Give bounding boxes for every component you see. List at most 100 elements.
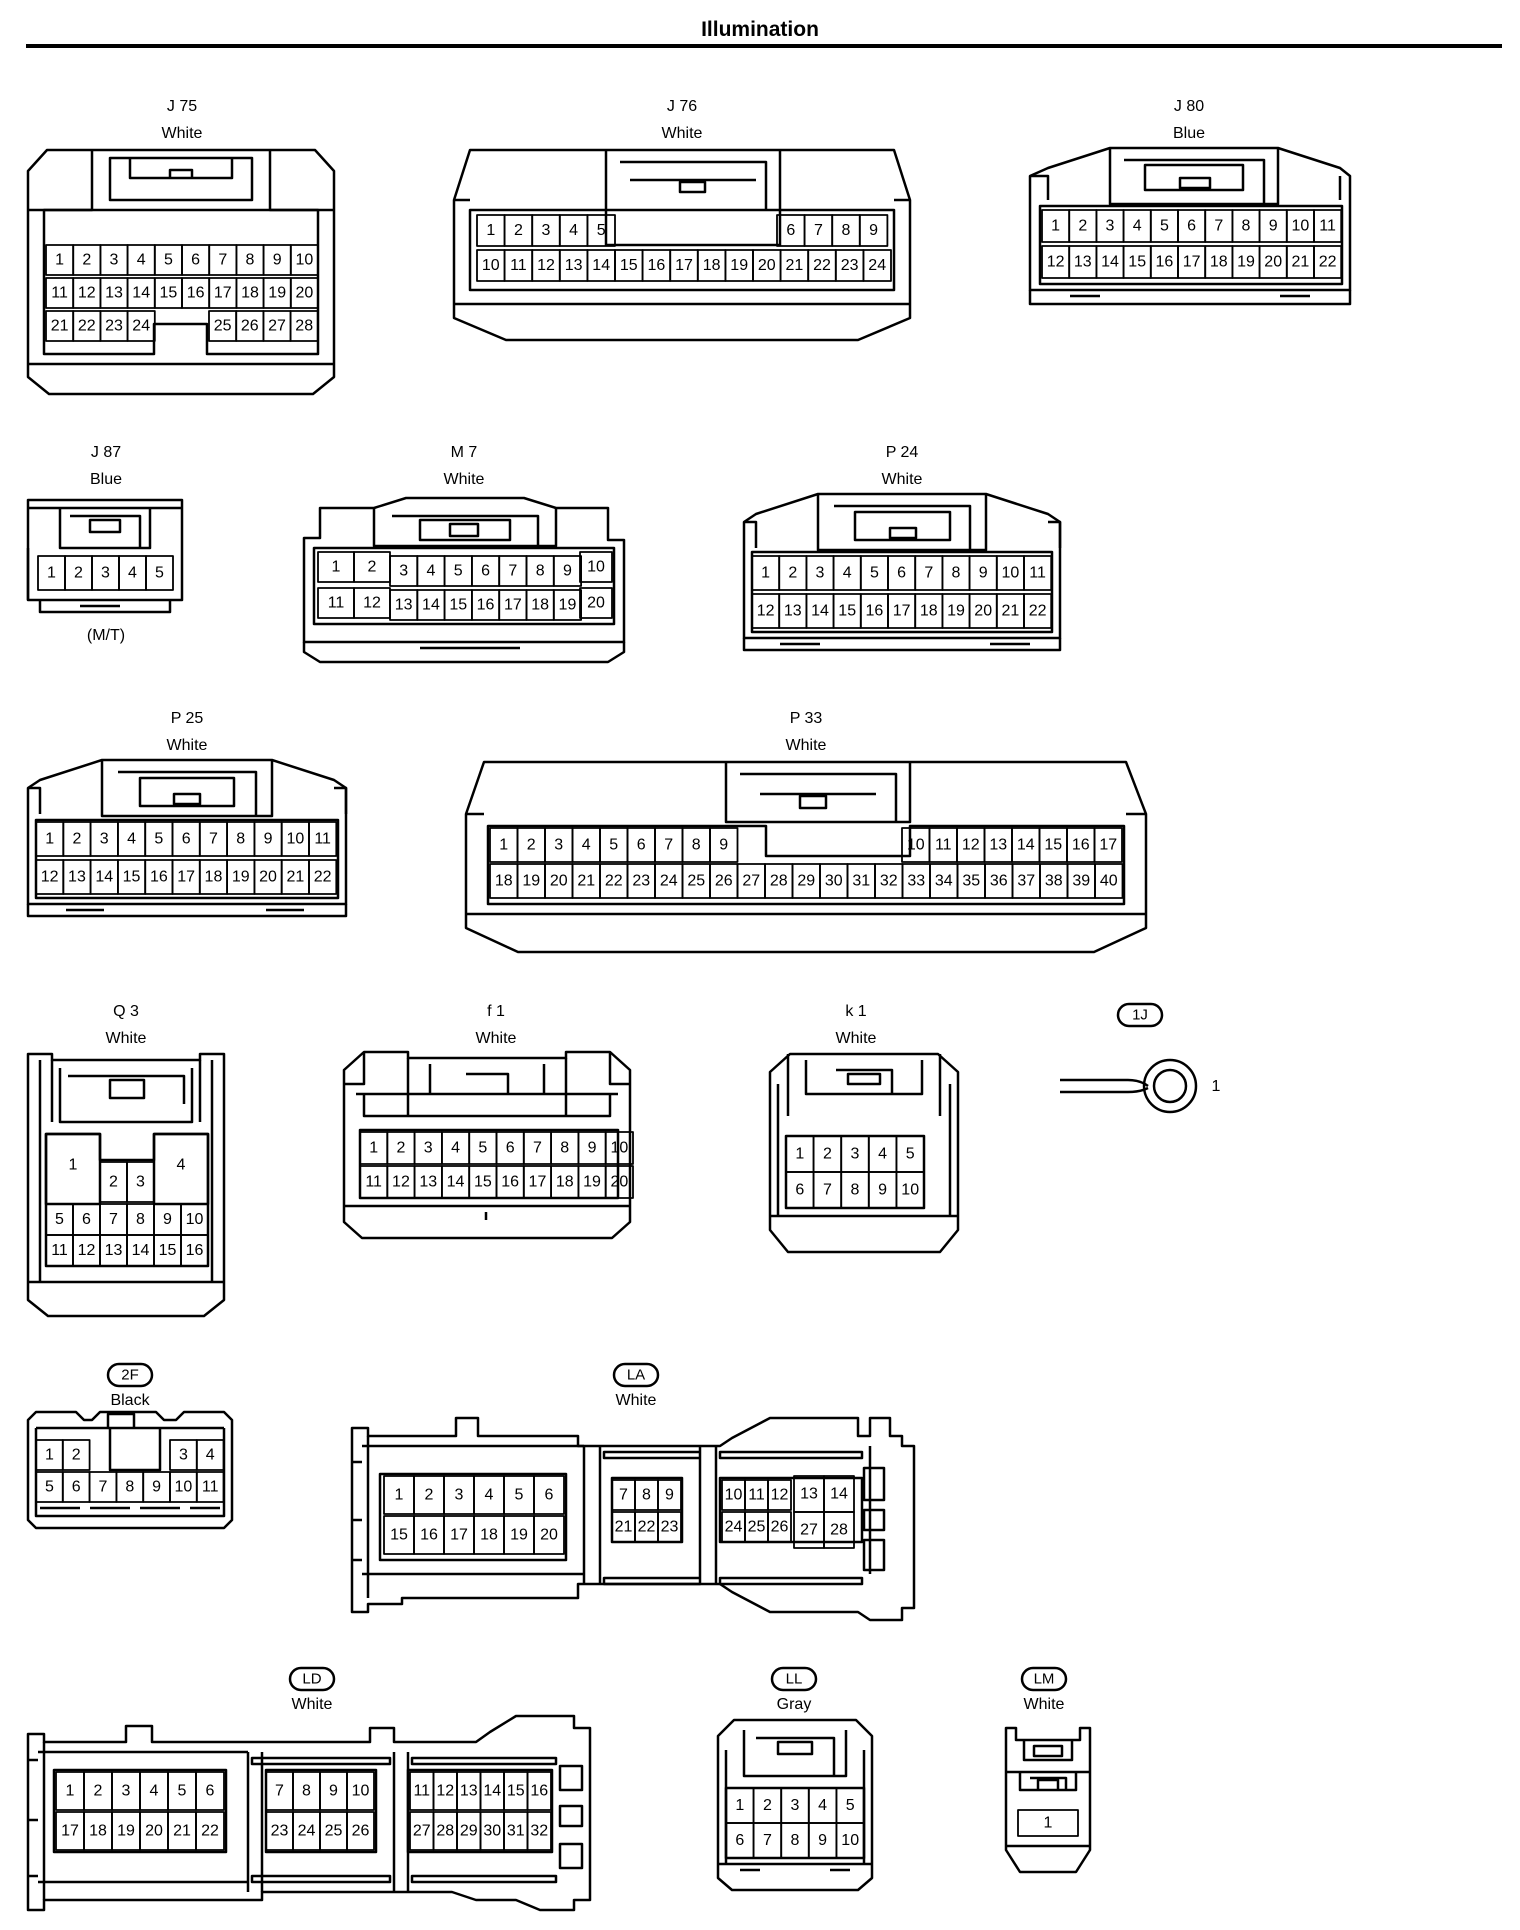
pin-label: 16 <box>1156 254 1174 271</box>
pin-label: 4 <box>206 1447 215 1464</box>
connector-color: White <box>162 125 203 142</box>
pin-label: 10 <box>296 252 314 269</box>
pin-label: 6 <box>897 565 906 582</box>
connector-code: LA <box>627 1367 645 1384</box>
pin-label: 13 <box>800 1486 818 1503</box>
pin-label: 10 <box>175 1479 193 1496</box>
pin-label: 17 <box>1099 837 1117 854</box>
pin-label: 18 <box>495 873 513 890</box>
pin-label: 14 <box>592 257 610 274</box>
pin-label: 15 <box>838 603 856 620</box>
pin-label: 27 <box>413 1823 431 1840</box>
pin-label: 8 <box>302 1783 311 1800</box>
connector-housing <box>26 148 336 396</box>
pin-label: 3 <box>455 1487 464 1504</box>
pin-label: 12 <box>78 1242 96 1259</box>
pin-label: 19 <box>232 869 250 886</box>
pin-label: 2 <box>396 1140 405 1157</box>
ground-ring <box>1142 1058 1198 1114</box>
pin-label: 23 <box>661 1519 679 1536</box>
pin-label: 19 <box>583 1174 601 1191</box>
pin-label: 6 <box>637 837 646 854</box>
pin-cell <box>346 1771 375 1811</box>
pin-label: 4 <box>128 565 137 582</box>
pin-label: 12 <box>78 285 96 302</box>
pin-label: 30 <box>483 1823 501 1840</box>
pin-label: 2 <box>72 831 81 848</box>
pin-label: 12 <box>392 1174 410 1191</box>
pin-label: 14 <box>1101 254 1119 271</box>
pin-label: 1 <box>795 1146 804 1163</box>
pin-label: 20 <box>758 257 776 274</box>
pin-label: 16 <box>866 603 884 620</box>
pin-label: 1 <box>45 831 54 848</box>
pin-label: 1 <box>499 837 508 854</box>
pin-label: 2 <box>72 1447 81 1464</box>
housing-detail <box>1006 1740 1090 1848</box>
pin-label: 19 <box>117 1823 135 1840</box>
pin-label: 40 <box>1100 873 1118 890</box>
connector-housing <box>1004 1726 1092 1874</box>
pin-label: 5 <box>178 1783 187 1800</box>
pin-label: 3 <box>179 1447 188 1464</box>
pin-cell <box>604 1131 634 1165</box>
pin-label: 16 <box>420 1527 438 1544</box>
connector-code: 2F <box>121 1367 139 1384</box>
pin-label: 10 <box>352 1783 370 1800</box>
pin-cell <box>526 1811 552 1851</box>
pin-label: 21 <box>786 257 804 274</box>
pin-label: 18 <box>531 597 549 614</box>
pin-label: 10 <box>725 1487 743 1504</box>
pin-label: 37 <box>1017 873 1035 890</box>
pin-label: 5 <box>870 565 879 582</box>
pin-cell <box>1023 555 1053 591</box>
connector-housing <box>350 1416 916 1622</box>
pin-label: 15 <box>159 1242 177 1259</box>
pin-label: 22 <box>201 1823 219 1840</box>
pin-cell <box>195 1811 225 1851</box>
pin-label: 11 <box>314 831 331 848</box>
pin-label: 28 <box>295 318 313 335</box>
housing-detail <box>302 508 626 664</box>
pin-label: 2 <box>368 559 377 576</box>
pin-label: 7 <box>99 1479 108 1496</box>
pin-cell <box>858 214 889 247</box>
pin-cell <box>835 1822 865 1859</box>
pin-label: 21 <box>173 1823 191 1840</box>
pin-label: 12 <box>537 257 555 274</box>
pin-label: 17 <box>1183 254 1201 271</box>
pin-label: 3 <box>399 563 408 580</box>
pin-label: 23 <box>105 318 123 335</box>
pin-label: 12 <box>41 869 59 886</box>
pin-label: 13 <box>989 837 1007 854</box>
pin-label: 18 <box>920 603 938 620</box>
connector-color: Blue <box>1173 125 1205 142</box>
pin-label: 4 <box>843 565 852 582</box>
terminal-number: 1 <box>1212 1078 1221 1095</box>
pin-cell <box>604 1165 634 1199</box>
pin-label: 3 <box>851 1146 860 1163</box>
pin-label: 1 <box>332 559 341 576</box>
pin-label: 19 <box>522 873 540 890</box>
pin-label: 12 <box>363 595 381 612</box>
pin-label: 5 <box>164 252 173 269</box>
pin-cell <box>1313 209 1343 243</box>
pin-label: 20 <box>974 603 992 620</box>
pin-label: 16 <box>186 1242 204 1259</box>
pin-label: 9 <box>869 222 878 239</box>
housing-detail <box>312 546 616 626</box>
pin-label: 19 <box>559 597 577 614</box>
pin-label: 18 <box>241 285 259 302</box>
pin-label: 2 <box>527 837 536 854</box>
